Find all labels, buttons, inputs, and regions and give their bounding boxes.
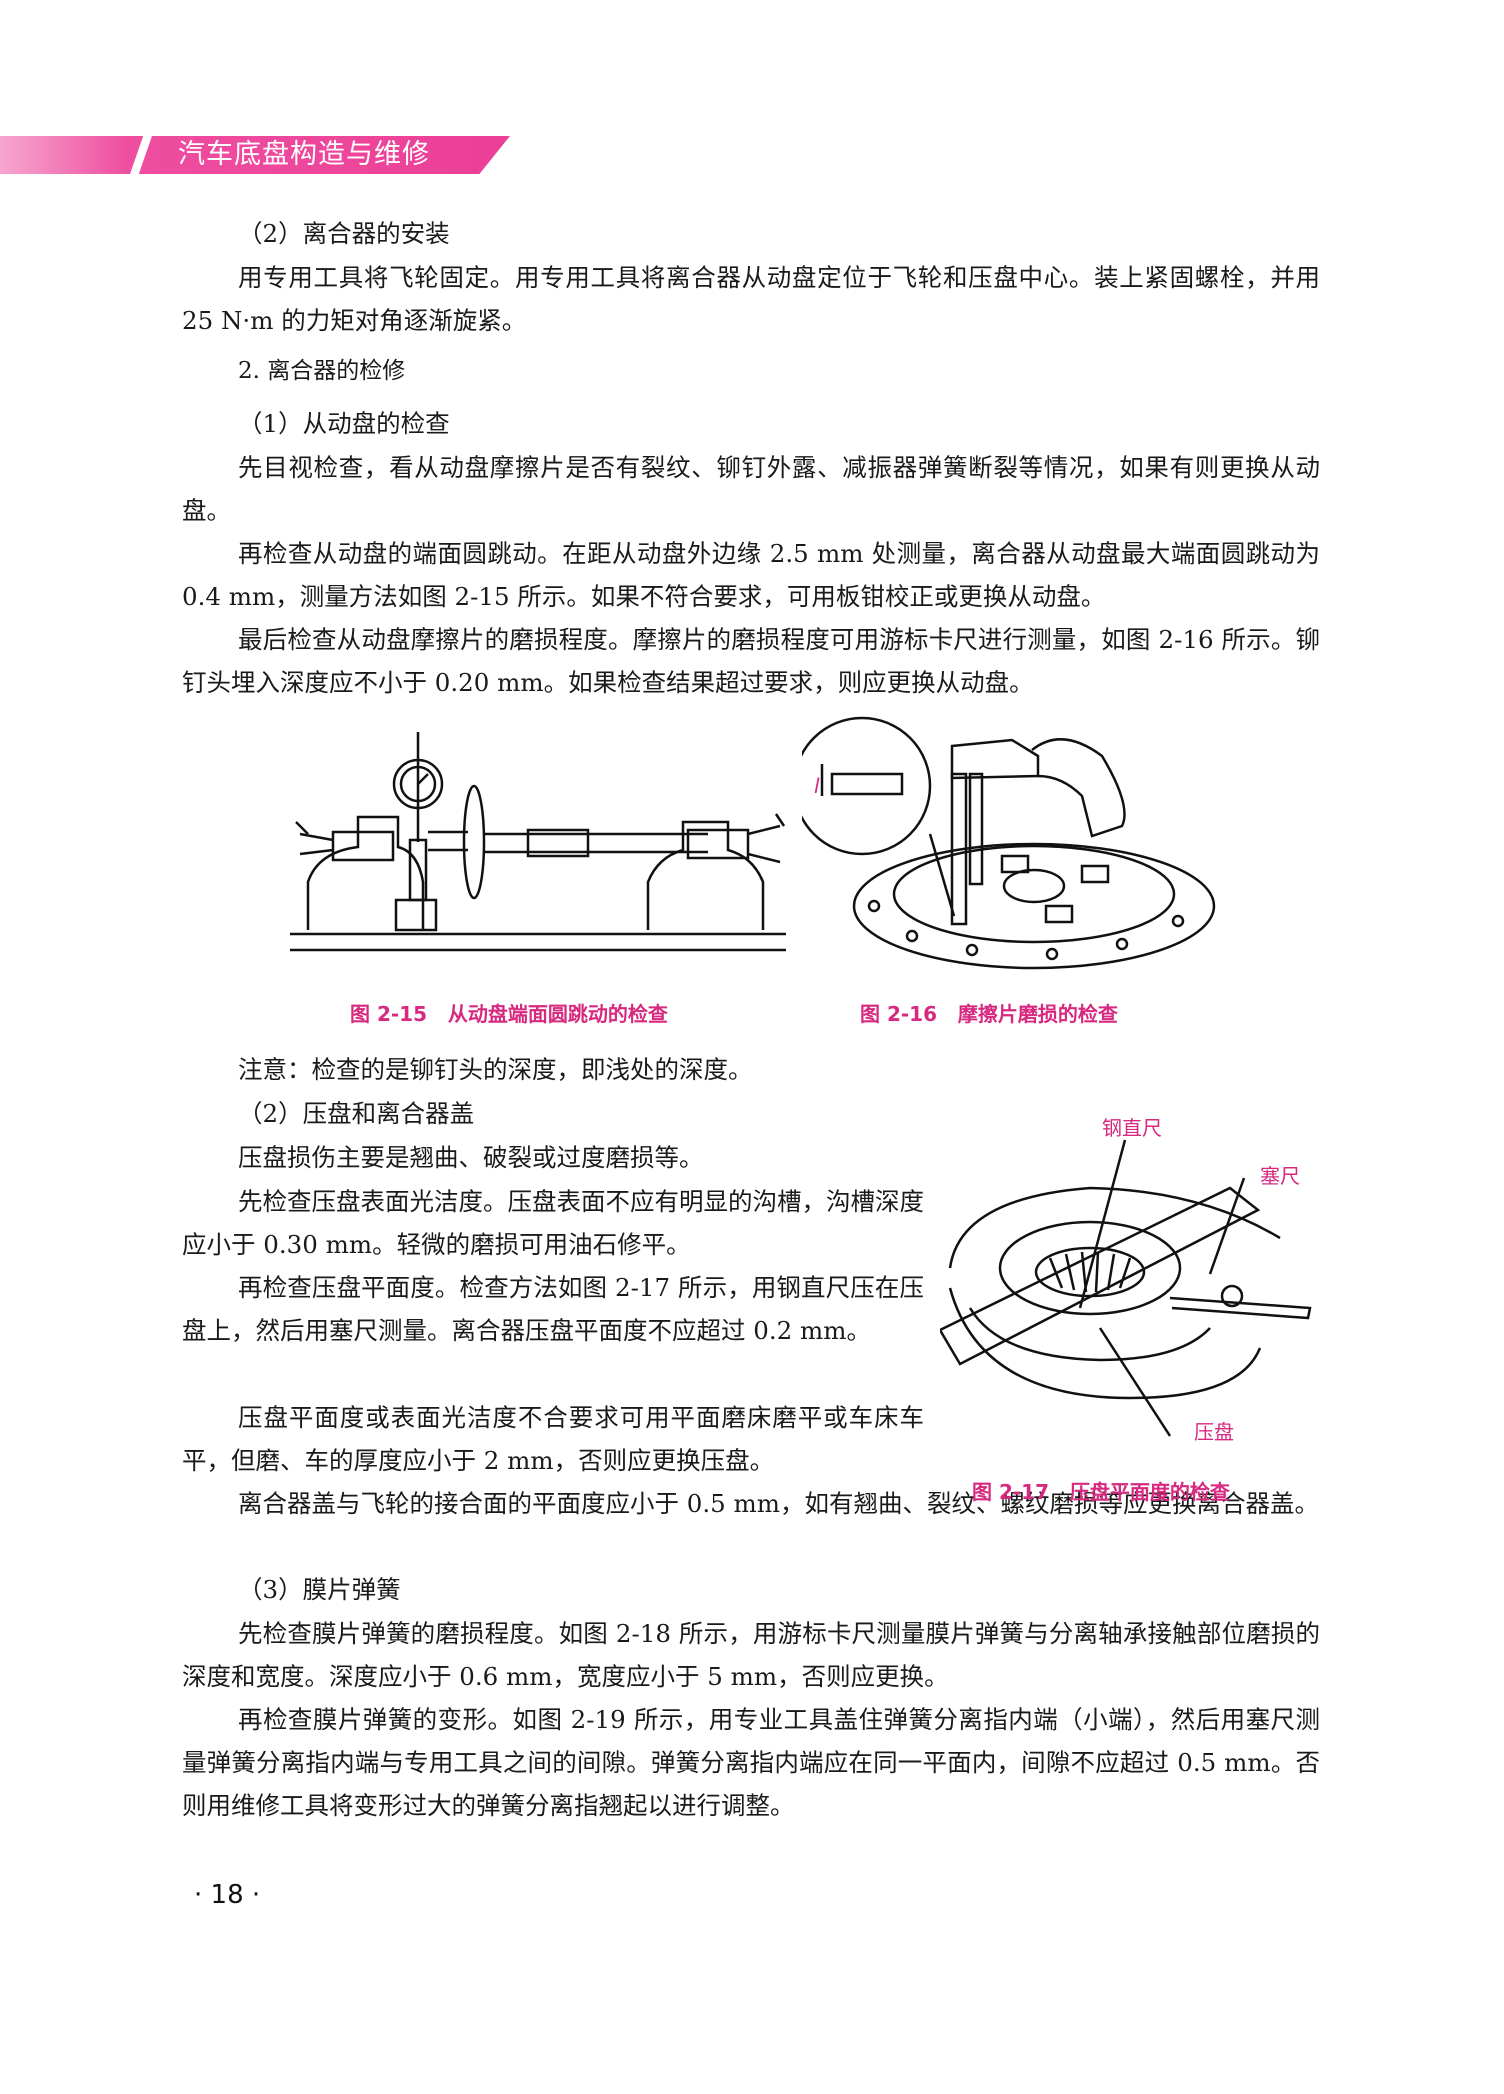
figure-2-16: l xyxy=(802,716,1222,976)
fig17-label-pressure-plate: 压盘 xyxy=(1194,1420,1234,1444)
figure-2-15 xyxy=(288,722,788,962)
subheading-driven-disc: （1）从动盘的检查 xyxy=(238,409,450,438)
paragraph-spring-deformation: 再检查膜片弹簧的变形。如图 2-19 所示，用专业工具盖住弹簧分离指内端（小端）… xyxy=(182,1705,1320,1820)
header-banner xyxy=(0,136,510,174)
paragraph-runout: 再检查从动盘的端面圆跳动。在距从动盘外边缘 2.5 mm 处测量，离合器从动盘最… xyxy=(182,539,1320,611)
subheading-diaphragm-spring: （3）膜片弹簧 xyxy=(238,1575,401,1604)
runout-test-illustration xyxy=(290,732,786,952)
paragraph-spring-wear: 先检查膜片弹簧的磨损程度。如图 2-18 所示，用游标卡尺测量膜片弹簧与分离轴承… xyxy=(182,1619,1320,1691)
paragraph-plate-damage: 压盘损伤主要是翘曲、破裂或过度磨损等。 xyxy=(238,1143,704,1172)
figure-2-17: 钢直尺 塞尺 压盘 xyxy=(940,1098,1316,1450)
friction-wear-illustration xyxy=(802,716,1216,970)
subheading-clutch-install: （2）离合器的安装 xyxy=(238,219,450,248)
paragraph-wear: 最后检查从动盘摩擦片的磨损程度。摩擦片的磨损程度可用游标卡尺进行测量，如图 2-… xyxy=(182,625,1320,697)
paragraph-machining: 压盘平面度或表面光洁度不合要求可用平面磨床磨平或车床车平，但磨、车的厚度应小于 … xyxy=(182,1403,924,1475)
caption-figure-2-15: 图 2-15 从动盘端面圆跳动的检查 xyxy=(350,1002,668,1026)
fig16-label-l: l xyxy=(814,774,820,798)
paragraph-visual-check: 先目视检查，看从动盘摩擦片是否有裂纹、铆钉外露、减振器弹簧断裂等情况，如果有则更… xyxy=(182,453,1320,525)
section-heading-clutch-repair: 2. 离合器的检修 xyxy=(238,358,406,384)
paragraph-flatness-check: 再检查压盘平面度。检查方法如图 2-17 所示，用钢直尺压在压盘上，然后用塞尺测… xyxy=(182,1273,924,1345)
book-title: 汽车底盘构造与维修 xyxy=(178,139,430,170)
pressure-plate-flatness-illustration xyxy=(940,1139,1312,1437)
paragraph-note: 注意：检查的是铆钉头的深度，即浅处的深度。 xyxy=(238,1055,753,1084)
fig17-label-feeler-gauge: 塞尺 xyxy=(1260,1164,1300,1188)
paragraph-surface-check: 先检查压盘表面光洁度。压盘表面不应有明显的沟槽，沟槽深度应小于 0.30 mm。… xyxy=(182,1187,924,1259)
subheading-pressure-plate: （2）压盘和离合器盖 xyxy=(238,1099,475,1128)
paragraph-cover-flatness: 离合器盖与飞轮的接合面的平面度应小于 0.5 mm，如有翘曲、裂纹、螺纹磨损等应… xyxy=(238,1489,1319,1518)
caption-figure-2-17: 图 2-17 压盘平面度的检查 xyxy=(972,1480,1230,1504)
fig17-label-steel-ruler: 钢直尺 xyxy=(1102,1116,1162,1140)
page-number: · 18 · xyxy=(194,1880,261,1910)
paragraph-install: 用专用工具将飞轮固定。用专用工具将离合器从动盘定位于飞轮和压盘中心。装上紧固螺栓… xyxy=(182,263,1320,335)
caption-figure-2-16: 图 2-16 摩擦片磨损的检查 xyxy=(860,1002,1118,1026)
